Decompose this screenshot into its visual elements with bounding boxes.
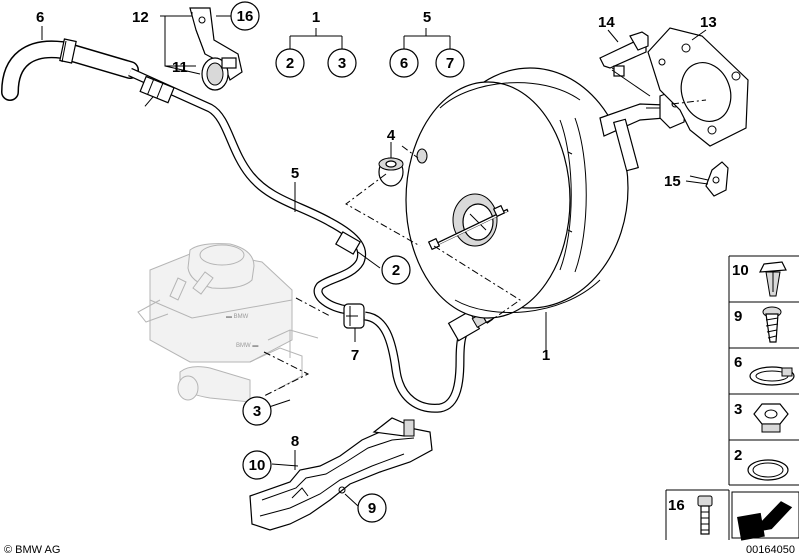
copyright-text: © BMW AG: [4, 544, 60, 556]
callout-15: 15: [664, 173, 681, 190]
expanding-rivet-icon: [758, 261, 787, 297]
clamp-11: [201, 57, 237, 91]
callout-10: 10: [249, 457, 266, 474]
hose-clamp-icon: [749, 366, 795, 386]
callout-11: 11: [172, 59, 188, 76]
callout-1-left: 2: [286, 55, 294, 72]
bolt-icon: [697, 495, 713, 535]
callouts: 6 12 11 16 1 2 3 5 6 7 14 13 15 4 5 2 7 …: [36, 1, 717, 523]
callout-1-header: 1: [312, 9, 320, 26]
sidebar-label-2: 6: [734, 354, 742, 371]
callout-5-left: 6: [400, 55, 408, 72]
sidebar-label-4: 2: [734, 447, 742, 464]
callout-9: 9: [368, 500, 376, 517]
callout-5-right: 7: [446, 55, 454, 72]
callout-6-hose: 6: [36, 9, 44, 26]
svg-text:BMW ▬: BMW ▬: [236, 343, 258, 349]
sidebar-label-1: 9: [734, 308, 742, 325]
diagram-number: 00164050: [746, 544, 795, 556]
grommet-4: [378, 157, 404, 187]
master-cylinder-ghost: ▬ BMW BMW ▬: [137, 243, 319, 403]
orientation-arrow-icon: [731, 491, 799, 541]
leader-lines: [41, 12, 709, 507]
screw-icon: [762, 306, 782, 343]
callout-8: 8: [291, 433, 299, 450]
brake-booster: [405, 67, 691, 319]
clip-14: [599, 31, 649, 77]
callout-16: 16: [237, 8, 254, 25]
vacuum-hose-6: [1, 38, 139, 101]
hex-nut-icon: [753, 403, 789, 433]
vacuum-hose-5: [128, 67, 367, 315]
footer: © BMW AG 00164050: [4, 544, 795, 556]
svg-text:▬ BMW: ▬ BMW: [226, 314, 249, 320]
callout-3-master: 3: [253, 403, 261, 420]
vacuum-hose-7: [343, 303, 495, 413]
callout-12: 12: [132, 9, 149, 26]
gasket-13: [647, 27, 749, 147]
callout-14: 14: [598, 14, 615, 31]
seal-ring-icon: [747, 459, 789, 481]
callout-2-hose: 2: [392, 262, 400, 279]
part-16-label: 16: [668, 497, 685, 514]
callout-5-header: 5: [423, 9, 431, 26]
callout-13: 13: [700, 14, 717, 31]
callout-5-hose: 5: [291, 165, 299, 182]
sidebar-label-3: 3: [734, 401, 742, 418]
clip-15: [705, 161, 729, 197]
callout-1-main: 1: [542, 347, 550, 364]
callout-7: 7: [351, 347, 359, 364]
callout-4: 4: [387, 127, 396, 144]
callout-1-right: 3: [338, 55, 346, 72]
heat-shield-8: [249, 417, 433, 531]
sidebar-label-0: 10: [732, 262, 749, 279]
small-parts-sidebar: 10 9 6 3 2: [665, 255, 799, 541]
